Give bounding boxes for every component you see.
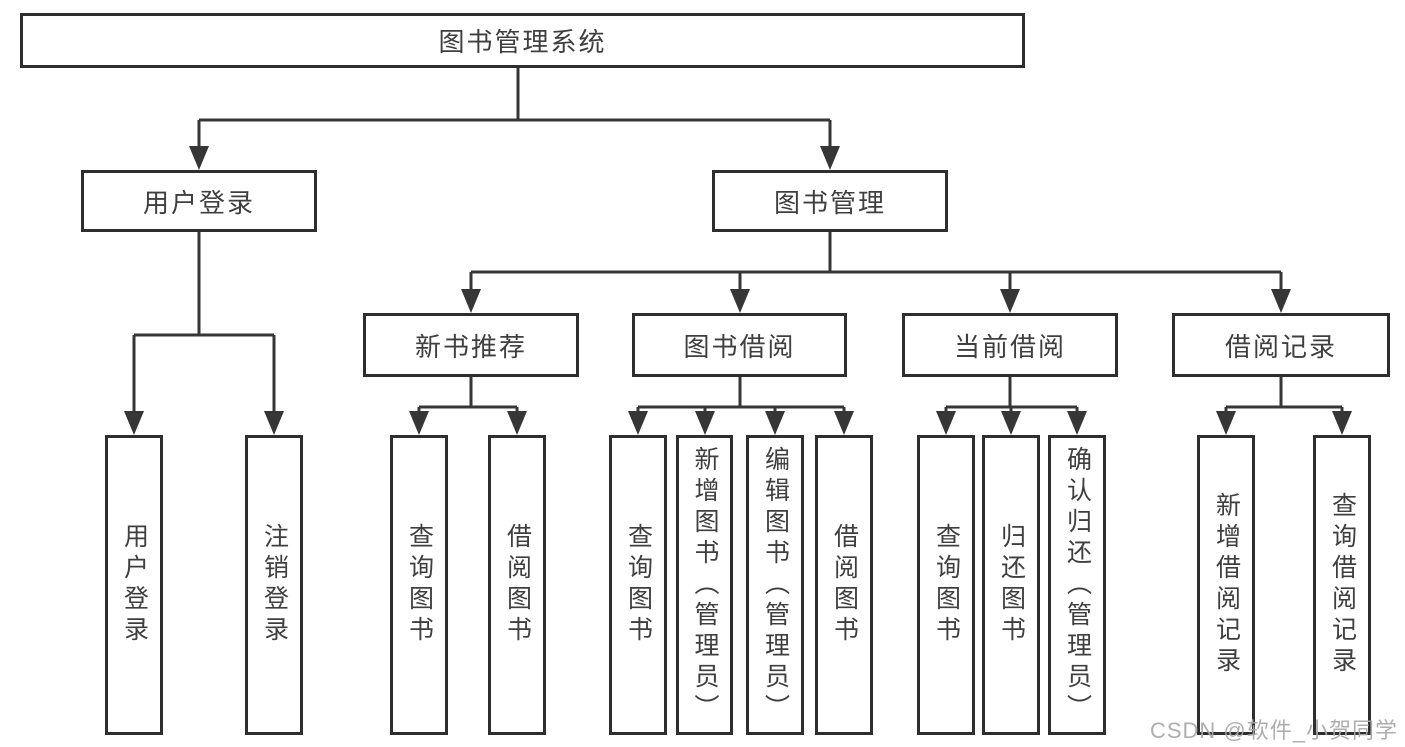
node-label: 新书推荐	[414, 331, 527, 362]
node-label: 借阅记录	[1224, 331, 1337, 362]
node-label: 新增图书（管理员）	[691, 445, 719, 725]
leaf-borrow-books-recommend: 借阅图书	[488, 435, 546, 735]
node-book-management: 图书管理	[712, 170, 948, 232]
node-borrowing-records: 借阅记录	[1172, 313, 1390, 377]
node-label: 归还图书	[997, 523, 1026, 647]
leaf-add-borrow-record: 新增借阅记录	[1197, 435, 1255, 735]
node-label: 借阅图书	[503, 523, 532, 647]
leaf-query-books-recommend: 查询图书	[390, 435, 448, 735]
leaf-confirm-return-admin: 确认归还（管理员）	[1048, 435, 1106, 735]
leaf-query-borrow-record: 查询借阅记录	[1313, 435, 1371, 735]
node-label: 借阅图书	[830, 523, 859, 647]
node-label: 图书管理系统	[438, 27, 607, 57]
node-current-borrowing: 当前借阅	[902, 313, 1118, 377]
node-label: 用户登录	[142, 187, 255, 218]
leaf-add-books-admin: 新增图书（管理员）	[676, 435, 733, 735]
node-label: 查询图书	[624, 523, 653, 647]
node-user-login: 用户登录	[81, 170, 317, 232]
node-label: 查询图书	[405, 523, 434, 647]
node-label: 查询借阅记录	[1328, 492, 1357, 678]
leaf-query-books-borrow: 查询图书	[609, 435, 667, 735]
leaf-logout: 注销登录	[245, 435, 303, 735]
arrowhead-icons	[124, 146, 1352, 435]
leaf-borrow-books: 借阅图书	[815, 435, 873, 735]
node-label: 注销登录	[260, 523, 289, 647]
node-label: 查询图书	[932, 523, 961, 647]
node-label: 图书管理	[773, 187, 886, 218]
csdn-watermark: CSDN @软件_小贺同学	[1149, 718, 1398, 743]
node-label: 编辑图书（管理员）	[761, 445, 790, 725]
leaf-edit-books-admin: 编辑图书（管理员）	[746, 435, 804, 735]
node-book-borrowing: 图书借阅	[632, 313, 847, 377]
node-label: 当前借阅	[953, 331, 1066, 362]
leaf-query-books-current: 查询图书	[917, 435, 975, 735]
node-label: 新增借阅记录	[1212, 492, 1241, 678]
node-library-management-system: 图书管理系统	[20, 13, 1025, 68]
node-label: 图书借阅	[683, 331, 796, 362]
node-label: 用户登录	[120, 523, 149, 647]
leaf-return-books: 归还图书	[982, 435, 1040, 735]
leaf-user-login: 用户登录	[105, 435, 163, 735]
node-label: 确认归还（管理员）	[1063, 445, 1092, 725]
node-new-book-recommendation: 新书推荐	[363, 313, 579, 377]
